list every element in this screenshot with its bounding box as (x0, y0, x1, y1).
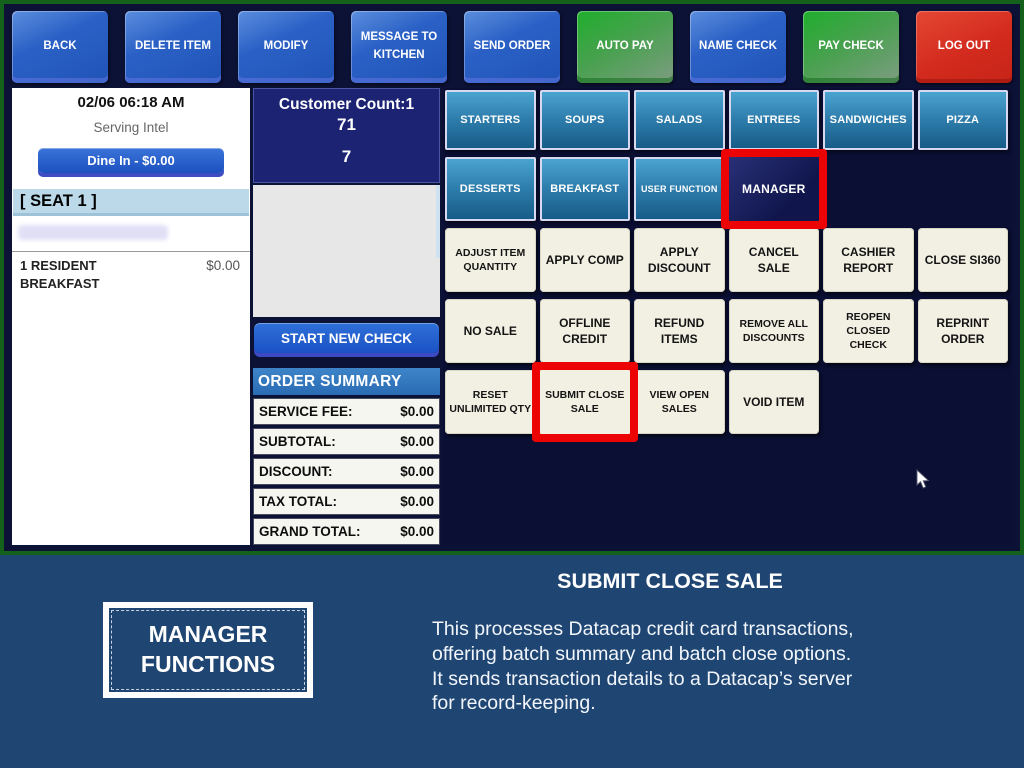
customer-count-box: Customer Count:1 71 7 (253, 88, 440, 183)
tab-breakfast[interactable]: BREAKFAST (539, 157, 630, 221)
summary-row-discount: DISCOUNT: $0.00 (253, 458, 440, 485)
tab-entrees[interactable]: ENTREES (728, 90, 819, 150)
function-grid: STARTERS SOUPS SALADS ENTREES SANDWICHES… (445, 90, 1008, 434)
summary-row-tax-total: TAX TOTAL: $0.00 (253, 488, 440, 515)
delete-item-button[interactable]: DELETE ITEM (125, 11, 221, 83)
refund-items-button[interactable]: REFUND ITEMS (634, 299, 725, 363)
empty-cell (823, 370, 914, 434)
item-name: 1 RESIDENT (20, 258, 97, 273)
summary-value: $0.00 (400, 434, 434, 449)
seat-header[interactable]: [ SEAT 1 ] (13, 189, 249, 216)
start-new-check-button[interactable]: START NEW CHECK (254, 323, 439, 353)
message-to-kitchen-button[interactable]: MESSAGE TO KITCHEN (351, 11, 447, 83)
summary-label: SUBTOTAL: (259, 434, 336, 449)
apply-discount-button[interactable]: APPLY DISCOUNT (634, 228, 725, 292)
adjust-item-quantity-button[interactable]: ADJUST ITEM QUANTITY (445, 228, 536, 292)
check-panel: Customer Count:1 71 7 START NEW CHECK OR… (253, 88, 440, 545)
summary-label: TAX TOTAL: (259, 494, 337, 509)
auto-pay-button[interactable]: AUTO PAY (577, 11, 673, 83)
item-price: $0.00 (206, 258, 240, 273)
cashier-report-button[interactable]: CASHIER REPORT (823, 228, 914, 292)
submit-close-sale-button-highlighted[interactable]: SUBMIT CLOSE SALE (539, 370, 630, 434)
view-open-sales-button[interactable]: VIEW OPEN SALES (634, 370, 725, 434)
caption-description: This processes Datacap credit card trans… (432, 618, 854, 715)
order-summary-header: ORDER SUMMARY (253, 368, 440, 395)
manager-functions-box: MANAGER FUNCTIONS (103, 602, 313, 698)
caption-section: MANAGER FUNCTIONS SUBMIT CLOSE SALE This… (0, 555, 1024, 768)
back-button[interactable]: BACK (12, 11, 108, 83)
summary-value: $0.00 (400, 494, 434, 509)
caption-title: SUBMIT CLOSE SALE (557, 569, 783, 593)
tab-sandwiches[interactable]: SANDWICHES (823, 90, 914, 150)
top-toolbar: BACK DELETE ITEM MODIFY MESSAGE TO KITCH… (4, 4, 1020, 83)
reopen-closed-check-button[interactable]: REOPEN CLOSED CHECK (823, 299, 914, 363)
summary-label: SERVICE FEE: (259, 404, 353, 419)
summary-label: GRAND TOTAL: (259, 524, 361, 539)
summary-row-service-fee: SERVICE FEE: $0.00 (253, 398, 440, 425)
offline-credit-button[interactable]: OFFLINE CREDIT (539, 299, 630, 363)
order-type-button[interactable]: Dine In - $0.00 (38, 148, 224, 173)
check-number-2: 7 (341, 147, 352, 166)
empty-cell (918, 370, 1009, 434)
mouse-cursor-icon (916, 468, 931, 495)
tab-manager-highlighted[interactable]: MANAGER (728, 157, 819, 221)
tab-salads[interactable]: SALADS (634, 90, 725, 150)
summary-value: $0.00 (400, 464, 434, 479)
summary-value: $0.00 (400, 404, 434, 419)
order-line-item[interactable]: 1 RESIDENT $0.00 (12, 252, 250, 273)
empty-cell (823, 157, 914, 221)
summary-row-subtotal: SUBTOTAL: $0.00 (253, 428, 440, 455)
no-sale-button[interactable]: NO SALE (445, 299, 536, 363)
check-timestamp: 02/06 06:18 AM (77, 94, 185, 111)
redacted-text (18, 225, 168, 240)
empty-cell (918, 157, 1009, 221)
pos-screen: BACK DELETE ITEM MODIFY MESSAGE TO KITCH… (0, 0, 1024, 555)
pay-check-button[interactable]: PAY CHECK (803, 11, 899, 83)
remove-all-discounts-button[interactable]: REMOVE ALL DISCOUNTS (728, 299, 819, 363)
tab-starters[interactable]: STARTERS (445, 90, 536, 150)
workspace: 02/06 06:18 AM Serving Intel Dine In - $… (12, 88, 1012, 545)
apply-comp-button[interactable]: APPLY COMP (539, 228, 630, 292)
cancel-sale-button[interactable]: CANCEL SALE (728, 228, 819, 292)
summary-row-grand-total: GRAND TOTAL: $0.00 (253, 518, 440, 545)
summary-value: $0.00 (400, 524, 434, 539)
reset-unlimited-qty-button[interactable]: RESET UNLIMITED QTY (445, 370, 536, 434)
check-number-1: 71 (337, 115, 356, 134)
function-grid-panel: STARTERS SOUPS SALADS ENTREES SANDWICHES… (443, 88, 1012, 545)
send-order-button[interactable]: SEND ORDER (464, 11, 560, 83)
modify-button[interactable]: MODIFY (238, 11, 334, 83)
tab-desserts[interactable]: DESSERTS (445, 157, 536, 221)
item-detail: BREAKFAST (20, 276, 100, 291)
tab-soups[interactable]: SOUPS (539, 90, 630, 150)
customer-count-label: Customer Count:1 (278, 96, 415, 113)
receipt-panel: 02/06 06:18 AM Serving Intel Dine In - $… (12, 88, 250, 545)
log-out-button[interactable]: LOG OUT (916, 11, 1012, 83)
void-item-button[interactable]: VOID ITEM (728, 370, 819, 434)
tab-user-function[interactable]: USER FUNCTION (634, 157, 725, 221)
receipt-divider (12, 251, 250, 252)
tab-pizza[interactable]: PIZZA (917, 90, 1008, 150)
check-list-area (253, 185, 440, 317)
reprint-order-button[interactable]: REPRINT ORDER (917, 299, 1008, 363)
summary-label: DISCOUNT: (259, 464, 333, 479)
serving-label: Serving Intel (93, 120, 169, 135)
name-check-button[interactable]: NAME CHECK (690, 11, 786, 83)
close-si360-button[interactable]: CLOSE SI360 (917, 228, 1008, 292)
